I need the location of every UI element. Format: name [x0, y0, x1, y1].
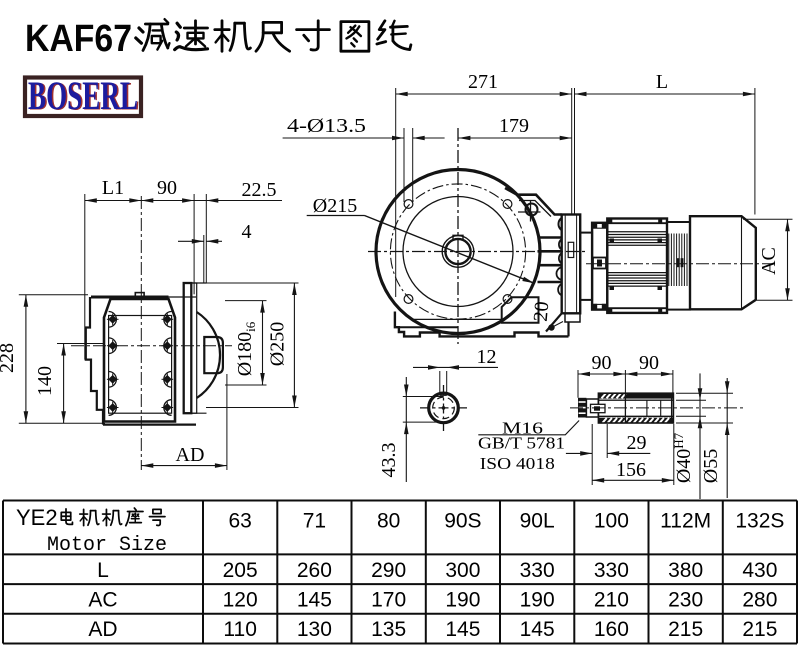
svg-text:156: 156 — [616, 459, 646, 481]
svg-text:110: 110 — [223, 618, 256, 641]
svg-text:L: L — [656, 71, 668, 93]
svg-text:4-Ø13.5: 4-Ø13.5 — [287, 115, 366, 137]
svg-text:260: 260 — [297, 559, 332, 582]
svg-text:135: 135 — [371, 618, 406, 641]
svg-text:130: 130 — [297, 618, 332, 641]
svg-text:AD: AD — [88, 618, 117, 641]
svg-text:Ø215: Ø215 — [313, 195, 357, 217]
svg-text:145: 145 — [520, 618, 555, 641]
svg-text:330: 330 — [520, 559, 555, 582]
svg-text:300: 300 — [445, 559, 480, 582]
svg-text:YE2: YE2 — [16, 505, 58, 530]
svg-text:120: 120 — [223, 589, 258, 612]
svg-text:90: 90 — [157, 177, 177, 199]
svg-text:90L: 90L — [520, 510, 555, 533]
svg-text:Ø55: Ø55 — [700, 449, 722, 483]
svg-text:20: 20 — [530, 301, 554, 323]
svg-text:210: 210 — [594, 589, 629, 612]
svg-text:29: 29 — [627, 432, 647, 454]
svg-text:ISO 4018: ISO 4018 — [480, 454, 555, 473]
svg-text:380: 380 — [668, 559, 703, 582]
svg-text:190: 190 — [445, 589, 480, 612]
svg-text:80: 80 — [377, 510, 400, 533]
svg-text:22.5: 22.5 — [242, 179, 277, 201]
svg-text:M16: M16 — [502, 419, 543, 438]
svg-text:330: 330 — [594, 559, 629, 582]
svg-text:215: 215 — [742, 618, 777, 641]
svg-text:L: L — [97, 559, 109, 582]
svg-text:179: 179 — [499, 115, 529, 137]
svg-text:AC: AC — [758, 247, 780, 275]
svg-text:63: 63 — [228, 510, 251, 533]
svg-text:271: 271 — [468, 71, 498, 93]
svg-text:BOSERL: BOSERL — [28, 73, 138, 118]
svg-text:140: 140 — [34, 366, 56, 396]
svg-text:205: 205 — [223, 559, 258, 582]
svg-text:215: 215 — [668, 618, 703, 641]
svg-text:12: 12 — [477, 346, 497, 368]
svg-text:112M: 112M — [660, 510, 711, 533]
svg-text:430: 430 — [742, 559, 777, 582]
svg-text:GB/T 5781: GB/T 5781 — [478, 434, 565, 453]
svg-text:132S: 132S — [735, 510, 784, 533]
svg-text:290: 290 — [371, 559, 406, 582]
svg-text:230: 230 — [668, 589, 703, 612]
svg-text:90: 90 — [592, 352, 612, 374]
svg-text:90S: 90S — [444, 510, 481, 533]
svg-text:43.3: 43.3 — [378, 443, 400, 478]
svg-text:L1: L1 — [102, 177, 124, 199]
svg-text:AD: AD — [176, 444, 205, 466]
svg-text:71: 71 — [303, 510, 326, 533]
svg-text:BOSERL: BOSERL — [30, 74, 140, 119]
svg-text:228: 228 — [0, 343, 18, 373]
svg-text:4: 4 — [242, 221, 252, 243]
svg-text:160: 160 — [594, 618, 629, 641]
svg-text:190: 190 — [520, 589, 555, 612]
svg-text:Ø250: Ø250 — [267, 322, 289, 366]
svg-text:KAF67: KAF67 — [25, 18, 132, 60]
svg-text:AC: AC — [88, 589, 117, 612]
svg-text:280: 280 — [742, 589, 777, 612]
svg-text:170: 170 — [371, 589, 406, 612]
svg-text:90: 90 — [639, 352, 659, 374]
svg-text:Motor Size: Motor Size — [47, 534, 167, 557]
svg-text:145: 145 — [297, 589, 332, 612]
svg-text:145: 145 — [445, 618, 480, 641]
svg-text:100: 100 — [594, 510, 629, 533]
